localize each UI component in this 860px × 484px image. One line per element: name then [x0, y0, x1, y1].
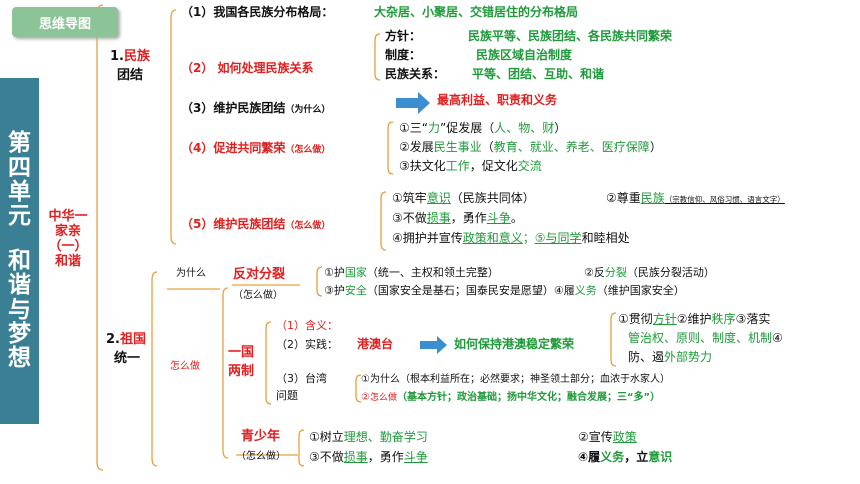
b2-title-2: 统一: [114, 351, 141, 366]
gl-s3b: 问题: [276, 389, 298, 402]
tw-line1: ①为什么（根本利益所在；必然要求；神圣领土部分；血浓于水家人）: [361, 374, 670, 385]
gl-box-line2: 管治权、原则、制度、机制④: [628, 331, 783, 345]
fan-note: （怎么做）: [233, 290, 283, 301]
b1-item4-line3: ③扶文化工作，促文化交流: [399, 159, 542, 173]
bracket-tw: [355, 374, 362, 403]
bracket-b1-5: [380, 191, 387, 251]
gl-box-line3: 防、遏外部势力: [628, 350, 713, 364]
tw-line2: ②怎么做（基本方针；政治基础；扬中华文化；融合发展；三“多”）: [361, 392, 661, 403]
b1-item2-r2v: 民族区域自治制度: [476, 48, 573, 62]
gl-title: 一国: [228, 345, 255, 360]
gl-s3: （3）台湾: [276, 372, 327, 385]
b1-item5-line1: ①筑牢意识（民族共同体）: [392, 191, 535, 205]
b1-item1-value: 大杂居、小聚居、交错居住的分布格局: [374, 5, 579, 19]
gl-s1: （1）含义：: [276, 319, 338, 332]
unit-title: 第四 单元 和谐 与梦 想: [0, 78, 39, 424]
fan-line1b: ②反分裂（民族分裂活动）: [584, 266, 715, 279]
youth-line2b: ④履义务，立意识: [578, 450, 673, 464]
bracket-b1-2: [374, 33, 381, 81]
b1-item3-value: 最高利益、职责和义务: [437, 93, 558, 107]
youth-note: （怎么做）: [236, 451, 286, 462]
b1-item2-r1k: 方针：: [385, 29, 422, 43]
bracket-b1-4: [387, 121, 394, 175]
b1-item1-label: （1）我国各民族分布格局：: [181, 5, 334, 19]
center-node: 中华一 家亲 （一） 和谐: [48, 209, 88, 269]
fan-line2: ③护安全（国家安全是基石；国泰民安是愿望）④履义务（维护国家安全）: [324, 284, 685, 297]
b1-item5-line3: ④拥护并宣传政策和意义；⑤与同学和睦相处: [392, 231, 630, 245]
b2-why: 为什么: [176, 268, 206, 279]
b1-item5-label: （5）维护民族团结（怎么做）: [181, 217, 331, 231]
bracket-box: [610, 312, 617, 367]
bracket-b1: [170, 9, 177, 245]
youth-label: 青少年: [241, 429, 281, 444]
b1-item2-r3v: 平等、团结、互助、和谐: [472, 67, 605, 81]
youth-line1: ①树立理想、勤奋学习: [309, 430, 428, 444]
b1-item4-label: （4）促进共同繁荣（怎么做）: [181, 141, 331, 155]
b1-item2-label: （2） 如何处理民族关系: [181, 61, 314, 75]
b2-title: 2.祖国: [106, 332, 146, 347]
b1-item5-line2: ③不做损事，勇作斗争。: [392, 211, 523, 225]
youth-line2: ③不做损事，勇作斗争: [309, 450, 428, 464]
gl-s2-value: 港澳台: [357, 337, 394, 351]
b2-how: 怎么做: [170, 361, 200, 372]
gl-s2: （2）实践：: [276, 338, 338, 351]
bracket-main: [96, 4, 104, 471]
mind-map-tag: 思维导图: [12, 7, 118, 37]
bracket-b2-how: [222, 287, 229, 459]
bracket-b2: [151, 271, 158, 467]
gl-s2-result: 如何保持港澳稳定繁荣: [454, 337, 575, 351]
bracket-gl: [265, 321, 272, 405]
youth-line1b: ②宣传政策: [578, 430, 637, 444]
fan-line1: ①护国家（统一、主权和领土完整）: [324, 266, 499, 279]
bracket-youth: [298, 429, 305, 467]
b1-item2-r3k: 民族关系：: [385, 67, 446, 81]
b1-item4-line2: ②发展民生事业（教育、就业、养老、医疗保障）: [399, 140, 662, 154]
arrow-b1-3: [396, 92, 430, 114]
gl-title-2: 两制: [228, 364, 255, 379]
b1-title-2: 团结: [117, 68, 144, 83]
b1-item5-line1b: ②尊重民族（宗教信仰、风俗习惯、语言文字）: [606, 191, 785, 205]
b1-item3-label: （3）维护民族团结（为什么）: [181, 101, 331, 115]
arrow-gl-2: [420, 336, 447, 354]
b1-item2-r1v: 民族平等、民族团结、各民族共同繁荣: [468, 29, 673, 43]
bracket-fan: [316, 266, 323, 297]
fan-label: 反对分裂: [233, 267, 286, 282]
b1-item4-line1: ①三“力”促发展（人、物、财）: [399, 121, 567, 135]
b1-item2-r2k: 制度：: [385, 48, 422, 62]
b1-title: 1.民族: [110, 49, 150, 64]
gl-box-line1: ①贯彻方针②维护秩序③落实: [618, 312, 771, 326]
